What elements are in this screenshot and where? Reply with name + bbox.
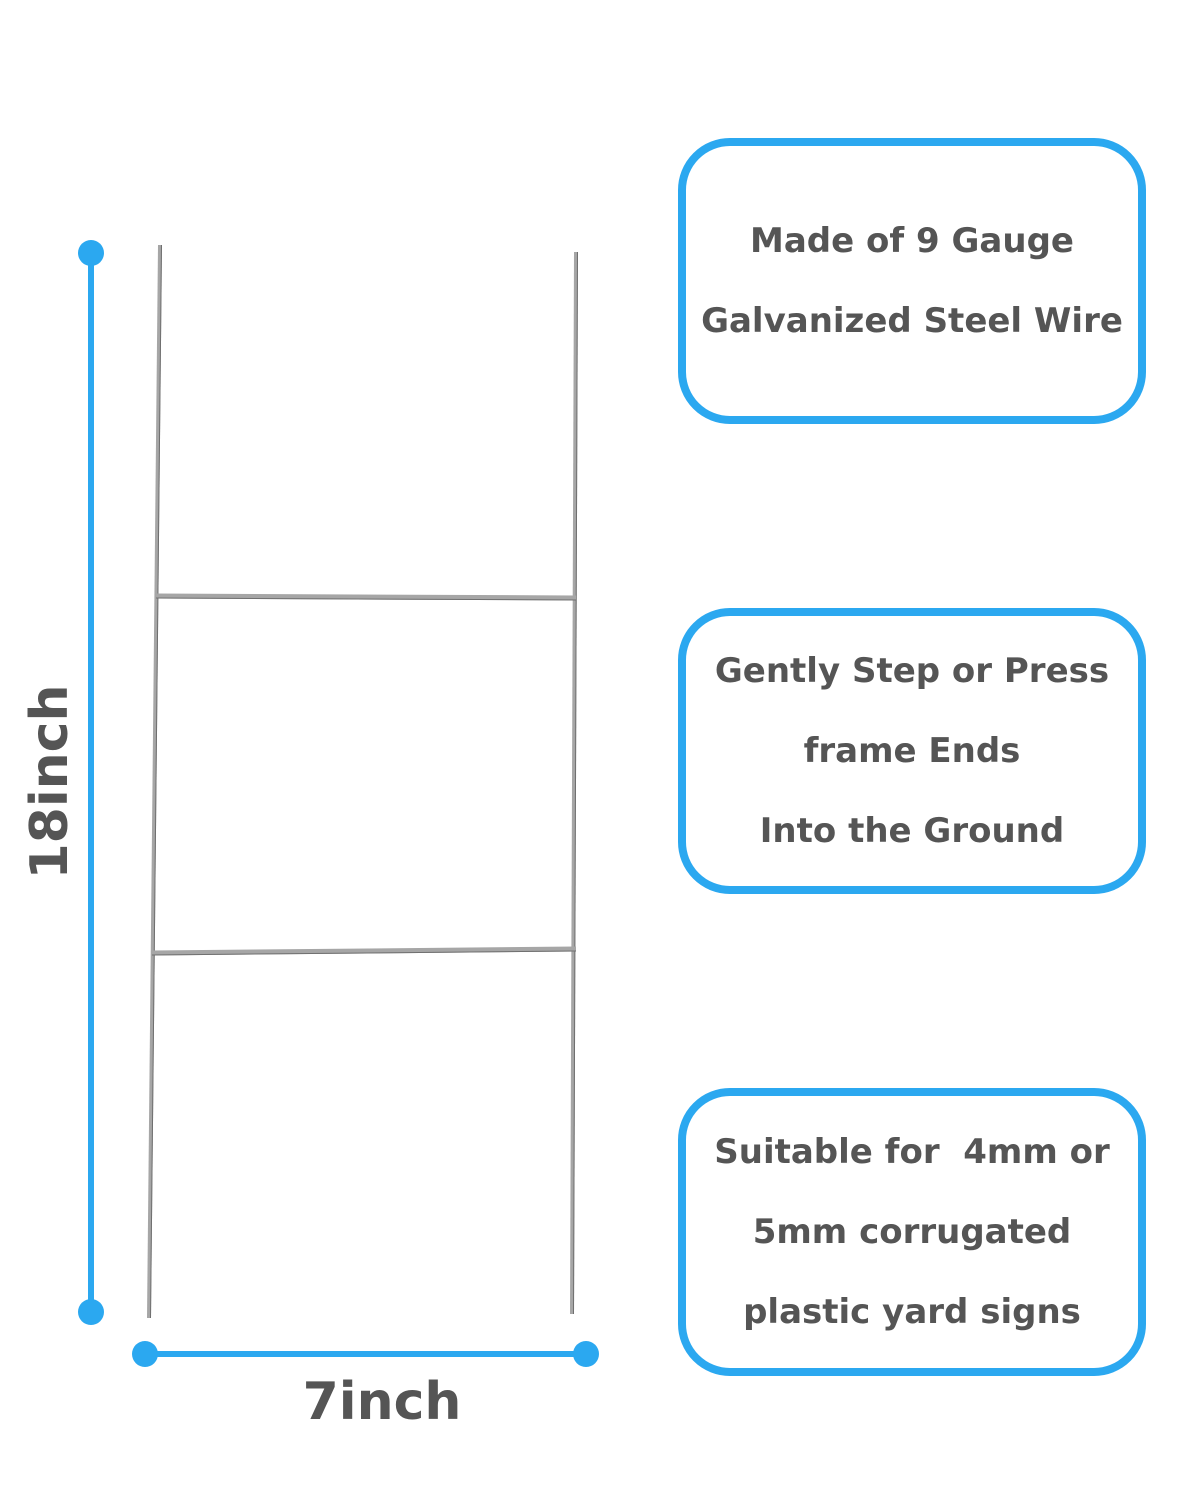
feature-line: Made of 9 Gauge [750, 221, 1074, 261]
feature-box-compatibility: Suitable for 4mm or 5mm corrugated plast… [678, 1088, 1146, 1376]
width-dimension-left-dot [132, 1341, 158, 1367]
width-dimension-line [132, 1341, 599, 1367]
left-leg [147, 244, 162, 1319]
feature-line: plastic yard signs [743, 1292, 1081, 1332]
height-dimension-bottom-dot [78, 1299, 104, 1325]
height-dimension-line [78, 240, 104, 1325]
feature-line: Gently Step or Press [714, 651, 1110, 691]
feature-line: 5mm corrugated [752, 1212, 1072, 1252]
feature-box-material: Made of 9 Gauge Galvanized Steel Wire [678, 138, 1146, 424]
height-dimension-top-dot [78, 240, 104, 266]
feature-line: frame Ends [803, 731, 1021, 771]
feature-line: Suitable for 4mm or [714, 1132, 1110, 1172]
lower-crossbar [151, 946, 577, 956]
right-leg [570, 251, 578, 1315]
width-label: 7inch [302, 1372, 462, 1432]
width-dimension-right-dot [573, 1341, 599, 1367]
upper-crossbar [155, 593, 577, 601]
feature-line: Into the Ground [759, 811, 1065, 851]
feature-line: Galvanized Steel Wire [701, 301, 1123, 341]
height-label: 18inch [20, 684, 80, 880]
feature-box-installation: Gently Step or Press frame Ends Into the… [678, 608, 1146, 894]
